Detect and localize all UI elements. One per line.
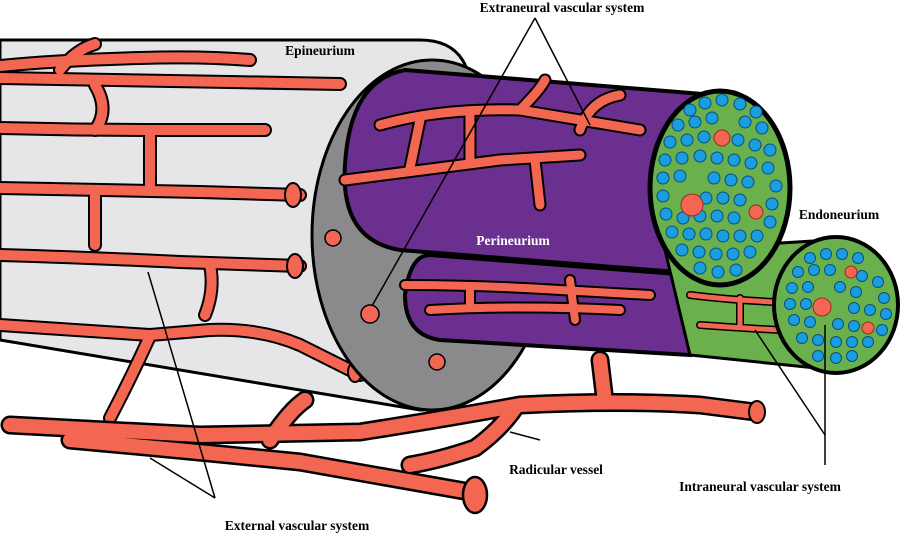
- epineurium-label: Epineurium: [285, 43, 356, 58]
- upper-fascicle-cross-section: [647, 88, 793, 288]
- extraneural-label: Extraneural vascular system: [480, 0, 645, 15]
- intraneural-label: Intraneural vascular system: [679, 479, 841, 494]
- leader-lines: [147, 17, 826, 499]
- labels: Extraneural vascular system Epineurium E…: [225, 0, 880, 533]
- endoneurium-label: Endoneurium: [799, 207, 880, 222]
- radicular-vessel-end: [748, 400, 766, 424]
- upper-axons: [656, 93, 783, 279]
- radicular-vessel-label: Radicular vessel: [509, 462, 603, 477]
- upper-fascicle: Perineurium: [338, 67, 717, 278]
- epineurial-vessels-fill: [0, 39, 365, 423]
- lower-fascicle-cross-section: [772, 235, 900, 375]
- lower-axons: [784, 248, 892, 364]
- external-label: External vascular system: [225, 518, 370, 533]
- external-vessels: [0, 350, 766, 515]
- upper-intraneural-vessels: [680, 129, 764, 220]
- external-vessel-end: [461, 475, 489, 515]
- perineurium-label: Perineurium: [476, 233, 550, 248]
- lower-fascicle: [399, 252, 692, 358]
- lower-intraneural-vessels: [812, 265, 875, 335]
